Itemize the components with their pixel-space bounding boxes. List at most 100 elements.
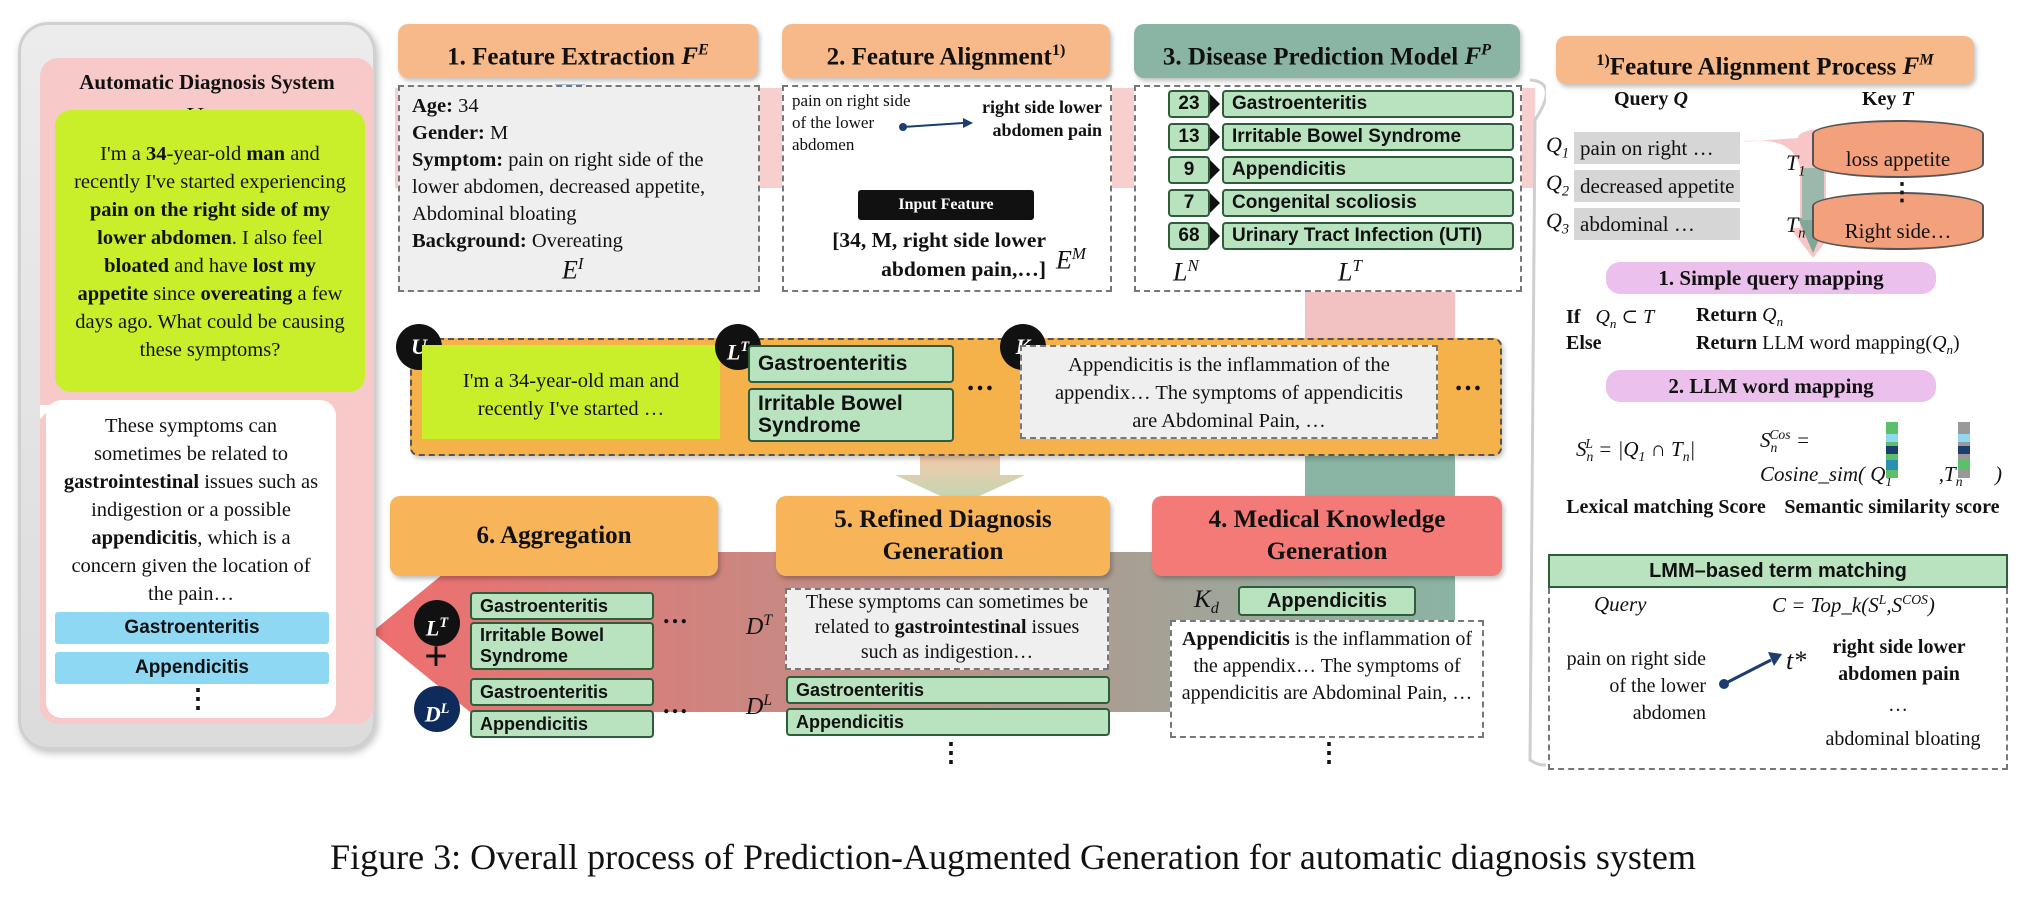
step3-title: 3. Disease Prediction Model (1162, 43, 1459, 71)
process-header: 1)Feature Alignment Process FM (1556, 36, 1974, 84)
lmm-match-2: abdominal bloating (1825, 728, 1981, 750)
lmm-panel (1548, 588, 2008, 770)
key-dots: ⋮ (1890, 180, 1914, 206)
topk-formula: C = Top_k(SL,SCOS) (1772, 592, 1935, 617)
lmm-match-dots: … (1888, 694, 1908, 716)
result-tag-1[interactable]: Appendicitis (55, 652, 329, 684)
user-message-segment: 34 (146, 143, 167, 165)
else-return: Return LLM word mapping(Qn) (1696, 332, 1960, 357)
step4-header: 4. Medical Knowledge Generation (1152, 496, 1502, 576)
user-bubble-tail (340, 110, 354, 124)
step5-dl-item-0: Gastroenteritis (786, 676, 1110, 704)
step4-kd-item: Appendicitis (1238, 586, 1416, 616)
user-message-bubble: I'm a 34-year-old man and recently I've … (55, 110, 365, 392)
down-arrow-middle (895, 452, 1025, 505)
user-message-segment: . I also feel (231, 227, 323, 249)
step2-right-text: right side lower abdomen pain (982, 97, 1102, 140)
step6-plus: + (424, 634, 448, 680)
else-rule: Else (1566, 332, 1602, 354)
step6-lt-item-1: Irritable Bowel Syndrome (470, 622, 654, 670)
step3-symbol-lt: LT (1338, 256, 1362, 287)
input-feature-button[interactable]: Input Feature (858, 190, 1034, 220)
if-rule: If Qn ⊂ T (1566, 306, 1655, 331)
phone-title: Automatic Diagnosis System (79, 70, 335, 94)
reply-message-segment: appendicitis (91, 527, 198, 549)
key-cylinder-n: Right side… (1812, 192, 1984, 250)
prediction-count: 23 (1168, 90, 1210, 118)
step6-lt-item-0: Gastroenteritis (470, 592, 654, 620)
reply-message-segment: gastrointestinal (63, 471, 200, 493)
prompt-lt-item-1: Irritable Bowel Syndrome (748, 388, 954, 442)
step1-field-background: Background: Overeating (412, 230, 623, 252)
prediction-label: Gastroenteritis (1222, 90, 1514, 118)
prediction-pointer-icon (1210, 94, 1220, 114)
step4-symbol-kd: Kd (1194, 586, 1219, 617)
step2-header: 2. Feature Alignment1) (782, 24, 1110, 78)
semantic-label: Semantic similarity score (1784, 496, 2000, 518)
step1-symbol: FE (681, 41, 709, 71)
prediction-label: Congenital scoliosis (1222, 189, 1514, 217)
prediction-pointer-icon (1210, 193, 1220, 213)
query-heading: Query Q (1614, 88, 1688, 110)
step3-symbol: FP (1464, 41, 1492, 71)
user-message-segment: and have (169, 255, 253, 277)
query-label: Q2 (1546, 170, 1570, 200)
step6-lt-circle: LT (414, 600, 460, 646)
step4-more: ⋮ (1316, 738, 1342, 767)
lmm-match-arrow (1719, 652, 1782, 689)
step2-vector: [34, M, right side lower abdomen pain,…] (832, 228, 1046, 281)
prediction-label: Irritable Bowel Syndrome (1222, 123, 1514, 151)
query-item: pain on right … (1574, 132, 1740, 164)
key-label-tn: Tn (1786, 212, 1806, 242)
prediction-count: 68 (1168, 222, 1210, 250)
user-message-segment: bloated (104, 255, 170, 277)
user-message-segment: a few days ago. What could be causing th… (75, 283, 345, 361)
key-label-t1: T1 (1786, 150, 1806, 180)
vertical-band-pink (1305, 290, 1455, 340)
step3-symbol-ln: LN (1173, 256, 1199, 287)
step5-symbol-dl: DL (746, 692, 773, 720)
query-label: Q3 (1546, 208, 1570, 238)
lmm-match-1: right side lower abdomen pain (1832, 636, 1966, 685)
llm-word-mapping-pill: 2. LLM word mapping (1606, 370, 1936, 402)
reply-message-segment: issues such as indigestion or a possible (91, 471, 319, 521)
step5-symbol-dt: DT (746, 612, 773, 640)
user-message-segment: I'm a (100, 143, 146, 165)
step3-panel (1134, 85, 1522, 292)
key-cylinder-1: loss appetite (1812, 120, 1984, 178)
step6-dl-circle: DL (414, 686, 460, 732)
query-label: Q1 (1546, 132, 1570, 162)
user-message-segment: lost my appetite (77, 255, 316, 305)
prompt-dots-2: … (1454, 366, 1482, 397)
prediction-count: 13 (1168, 123, 1210, 151)
step5-dt-text: These symptoms can sometimes be related … (785, 588, 1109, 670)
step1-symbol-ei: EI (562, 254, 584, 285)
user-message-segment: pain on the right side of my lower abdom… (89, 199, 331, 249)
prompt-lt-item-0: Gastroenteritis (748, 345, 954, 383)
process-title: Feature Alignment Process (1609, 53, 1897, 81)
reply-bubble-tail (40, 405, 54, 419)
step6-dl-item-0: Gastroenteritis (470, 678, 654, 706)
prompt-dots-1: … (966, 366, 994, 397)
step2-left-text: pain on right side of the lower abdomen (792, 91, 911, 154)
step5-dl-item-1: Appendicitis (786, 708, 1110, 736)
simple-query-mapping-pill: 1. Simple query mapping (1606, 262, 1936, 294)
prediction-count: 9 (1168, 156, 1210, 184)
step5-more: ⋮ (938, 738, 964, 767)
lexical-label: Lexical matching Score (1566, 496, 1766, 518)
step2-mapping-arrow (899, 118, 973, 131)
lmm-term-matching-header: LMM–based term matching (1548, 554, 2008, 588)
prediction-count: 7 (1168, 189, 1210, 217)
prediction-pointer-icon (1210, 127, 1220, 147)
reply-message-segment: , which is a concern given the location … (71, 527, 311, 605)
step1-panel: Age: 34 Gender: M Symptom: pain on right… (398, 85, 760, 292)
query-item: decreased appetite (1574, 170, 1740, 202)
result-tag-0[interactable]: Gastroenteritis (55, 612, 329, 644)
process-footnote: 1) (1596, 51, 1610, 69)
lmm-query-text: pain on right side of the lower abdomen (1566, 648, 1706, 724)
step2-title: 2. Feature Alignment (826, 43, 1052, 71)
reply-text: These symptoms can sometimes be related … (54, 412, 328, 608)
user-message-segment: since (148, 283, 201, 305)
user-message-segment: and recently I've started experiencing (74, 143, 346, 193)
step1-field-symptom: Symptom: pain on right side of the lower… (412, 149, 706, 225)
